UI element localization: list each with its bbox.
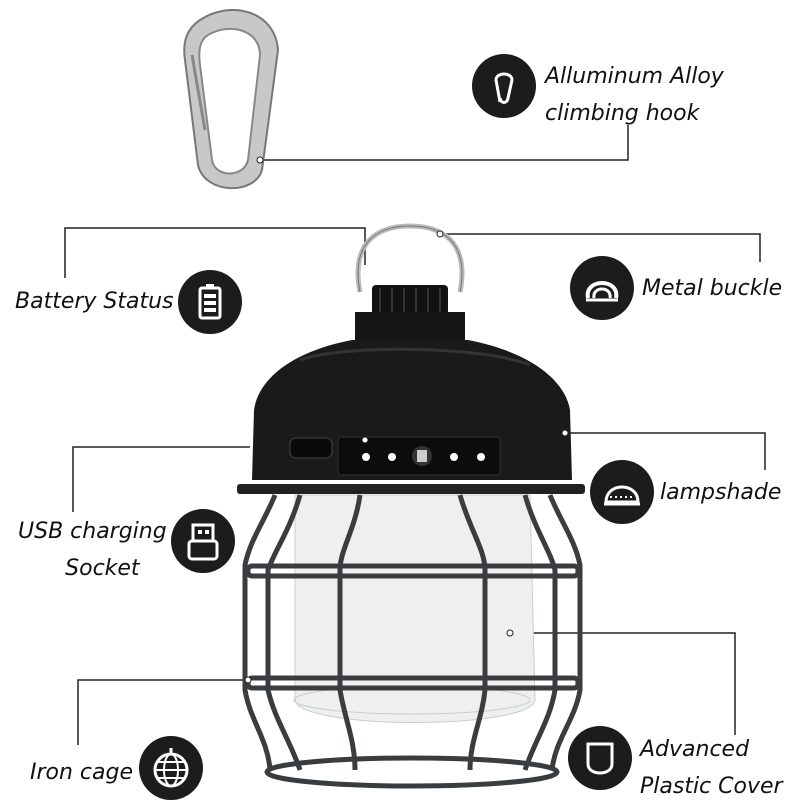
- hook-icon: [472, 54, 536, 118]
- usb-icon: [171, 509, 235, 573]
- cover-icon: [568, 726, 632, 790]
- iron-cage-label: Iron cage: [30, 760, 134, 785]
- carabiner-hook: [183, 9, 280, 190]
- iron-cage: [242, 494, 583, 789]
- battery-status-label: Battery Status: [15, 289, 174, 314]
- buckle-icon: [570, 256, 634, 320]
- lampshade-label: lampshade: [660, 480, 782, 505]
- metal-buckle-label: Metal buckle: [642, 276, 783, 301]
- battery-icon: [178, 270, 242, 334]
- globe-cage-icon: [139, 736, 203, 800]
- lampshade-icon: [590, 460, 654, 524]
